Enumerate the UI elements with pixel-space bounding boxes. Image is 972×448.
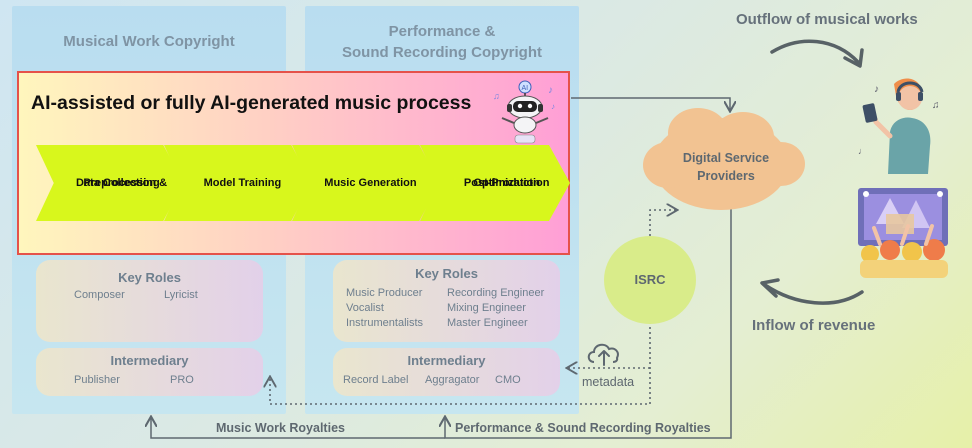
right-key-roles-title: Key Roles [415, 266, 478, 281]
svg-text:♪: ♪ [548, 85, 553, 96]
right-key-roles-box: Key Roles Music Producer Vocalist Instru… [333, 260, 560, 342]
left-intermediary-title: Intermediary [110, 353, 189, 368]
left-key-roles-box: Key Roles Composer Lyricist [36, 260, 263, 342]
process-title: AI-assisted or fully AI-generated music … [31, 92, 472, 114]
isrc-label: ISRC [634, 272, 666, 287]
music-work-royalties-label: Music Work Royalties [216, 421, 345, 435]
metadata-label: metadata [582, 375, 635, 389]
cloud-upload-icon [587, 343, 619, 366]
isrc-circle [604, 236, 696, 324]
svg-text:♪: ♪ [551, 102, 555, 111]
intermediary-pro: PRO [170, 374, 194, 386]
role-lyricist: Lyricist [164, 289, 198, 301]
svg-text:♫: ♫ [932, 100, 940, 111]
svg-text:♫: ♫ [493, 91, 500, 101]
intermediary-aggragator: Aggragator [425, 374, 480, 386]
performance-royalties-label: Performance & Sound Recording Royalties [455, 421, 711, 435]
step-data-collection: Data Collection &Preprocessing [36, 145, 184, 221]
dsp-cloud-puff-3 [643, 142, 693, 188]
concert-illustration [858, 188, 948, 278]
svg-text:AI: AI [522, 85, 529, 92]
role-master-engineer: Master Engineer [447, 317, 528, 329]
left-intermediary-box: Intermediary Publisher PRO [36, 348, 263, 396]
role-vocalist: Vocalist [346, 302, 384, 314]
inflow-label: Inflow of revenue [752, 317, 876, 334]
performance-title: Performance & Sound Recording Copyright [342, 23, 542, 61]
ai-process-box: AI-assisted or fully AI-generated music … [17, 71, 570, 255]
intermediary-record-label: Record Label [343, 374, 409, 386]
dsp-cloud-puff-4 [757, 142, 805, 186]
role-recording-engineer: Recording Engineer [447, 287, 545, 299]
role-music-producer: Music Producer [346, 287, 423, 299]
robot-icon: AI ♪ ♫ ♪ [493, 80, 555, 144]
intermediary-cmo: CMO [495, 374, 521, 386]
role-mixing-engineer: Mixing Engineer [447, 302, 526, 314]
left-key-roles-title: Key Roles [118, 270, 181, 285]
role-instrumentalists: Instrumentalists [346, 317, 424, 329]
svg-text:♩: ♩ [858, 146, 867, 156]
listener-illustration: ♪ ♫ ♩ [858, 78, 940, 174]
right-intermediary-title: Intermediary [407, 353, 486, 368]
step-music-generation: Music Generation [292, 145, 440, 221]
svg-text:♪: ♪ [874, 84, 879, 95]
outflow-label: Outflow of musical works [736, 11, 918, 28]
musical-work-title: Musical Work Copyright [63, 33, 235, 50]
role-composer: Composer [74, 289, 125, 301]
step-model-training: Model Training [164, 145, 312, 221]
right-intermediary-box: Intermediary Record Label Aggragator CMO [333, 348, 560, 396]
intermediary-publisher: Publisher [74, 374, 120, 386]
